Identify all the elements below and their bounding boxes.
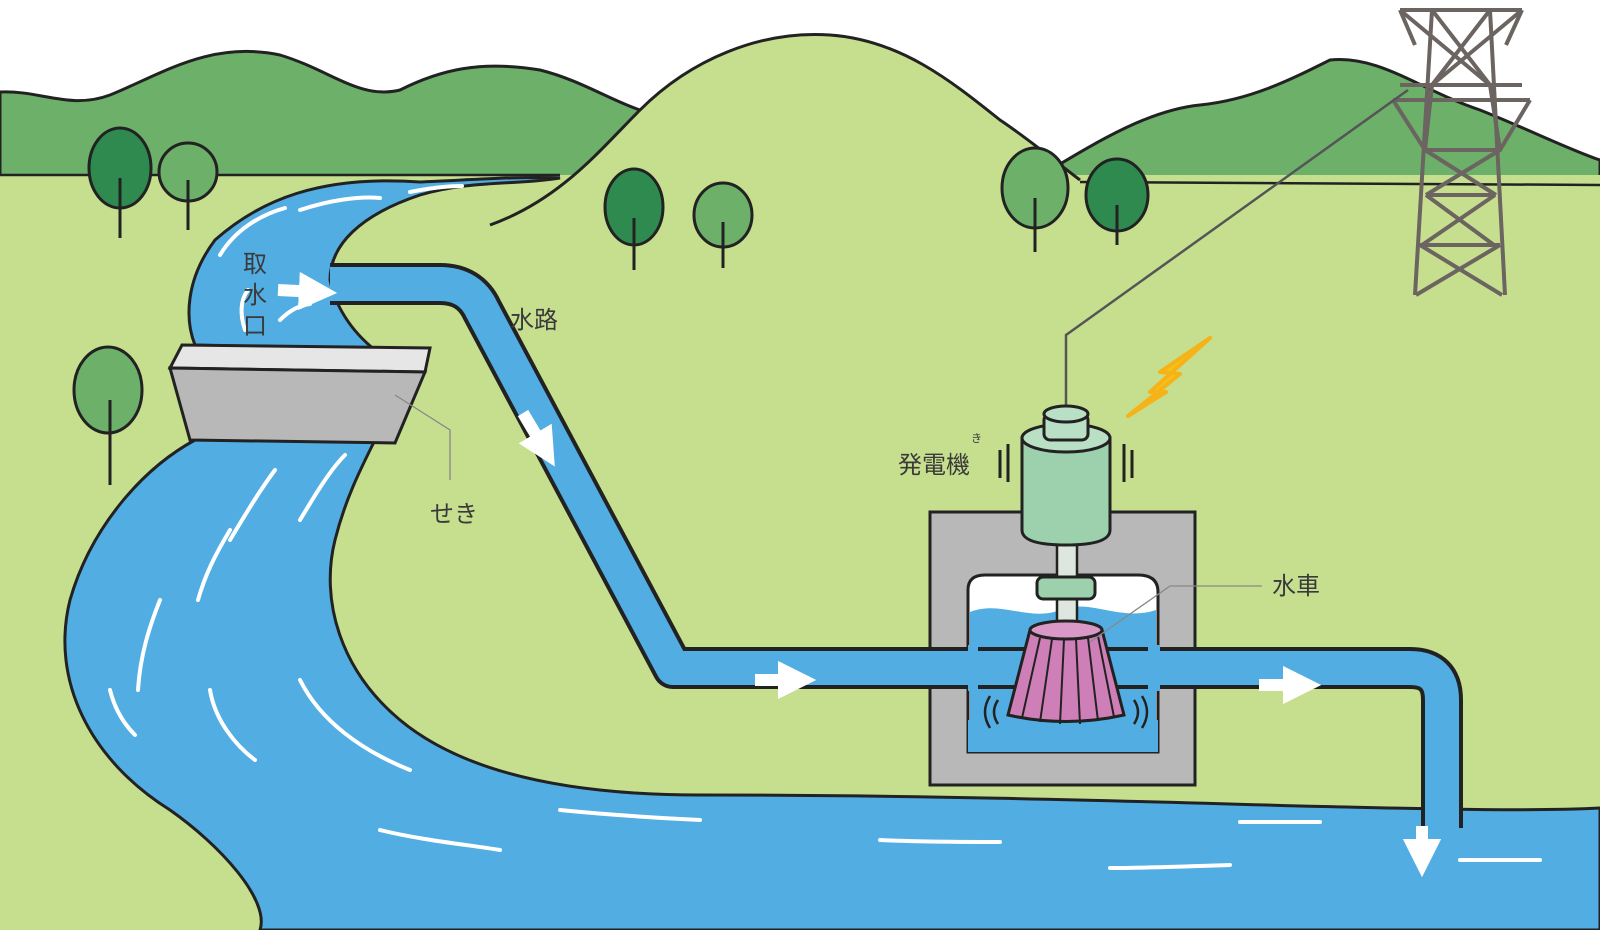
trees xyxy=(72,126,1150,485)
pipe-gap-left xyxy=(968,645,978,691)
tree-icon xyxy=(157,141,219,230)
power-line xyxy=(1064,88,1409,408)
lower-river xyxy=(63,438,1600,930)
intake-label-3: 口 xyxy=(243,312,267,340)
waterway-pipe xyxy=(330,267,1459,832)
generator-label: 発電機 xyxy=(898,451,970,479)
tree-icon xyxy=(603,167,665,270)
waterway-label: 水路 xyxy=(510,306,558,334)
labels: 取 水 口 水路 せき き 発電機 水車 xyxy=(243,250,1320,600)
weir xyxy=(167,343,451,480)
tree-icon xyxy=(692,181,754,268)
lower-floor xyxy=(968,720,1158,752)
pipe-gap-right xyxy=(1148,645,1160,691)
turbine-blades xyxy=(1021,635,1115,725)
lightning-bolt-icon xyxy=(1126,336,1212,418)
generator-ruby: き xyxy=(971,432,982,445)
flow-arrow-icon xyxy=(517,409,555,467)
weir-leader-line xyxy=(394,394,451,480)
turbine-top xyxy=(1028,619,1104,641)
flow-arrow-icon xyxy=(277,271,338,311)
turbine-label: 水車 xyxy=(1272,572,1320,600)
transmission-tower-icon xyxy=(1391,8,1532,297)
intake-label-2: 水 xyxy=(243,281,267,309)
vibration-lines-icon xyxy=(983,695,1149,729)
upper-river xyxy=(187,175,561,352)
weir-label: せき xyxy=(430,500,478,528)
river xyxy=(63,175,1600,930)
weir-face xyxy=(168,366,428,445)
generator xyxy=(998,404,1134,637)
tree-icon xyxy=(1084,157,1150,245)
turbine xyxy=(983,619,1149,729)
field-edge-line-right xyxy=(1079,180,1600,187)
turbine-leader-line xyxy=(1089,585,1262,643)
main-hill xyxy=(0,34,1600,930)
tree-icon xyxy=(87,126,153,238)
tree-icon xyxy=(72,345,144,485)
shaft-coupling xyxy=(1035,575,1097,601)
vibration-lines-icon xyxy=(998,444,1134,482)
intake-label-1: 取 xyxy=(243,250,267,278)
generator-cap-top xyxy=(1042,404,1090,424)
flow-arrows xyxy=(277,271,1442,878)
generator-body xyxy=(1020,436,1112,547)
main-hill-outline xyxy=(489,32,1081,227)
waterway xyxy=(330,263,1463,832)
tree-icon xyxy=(1000,146,1070,252)
